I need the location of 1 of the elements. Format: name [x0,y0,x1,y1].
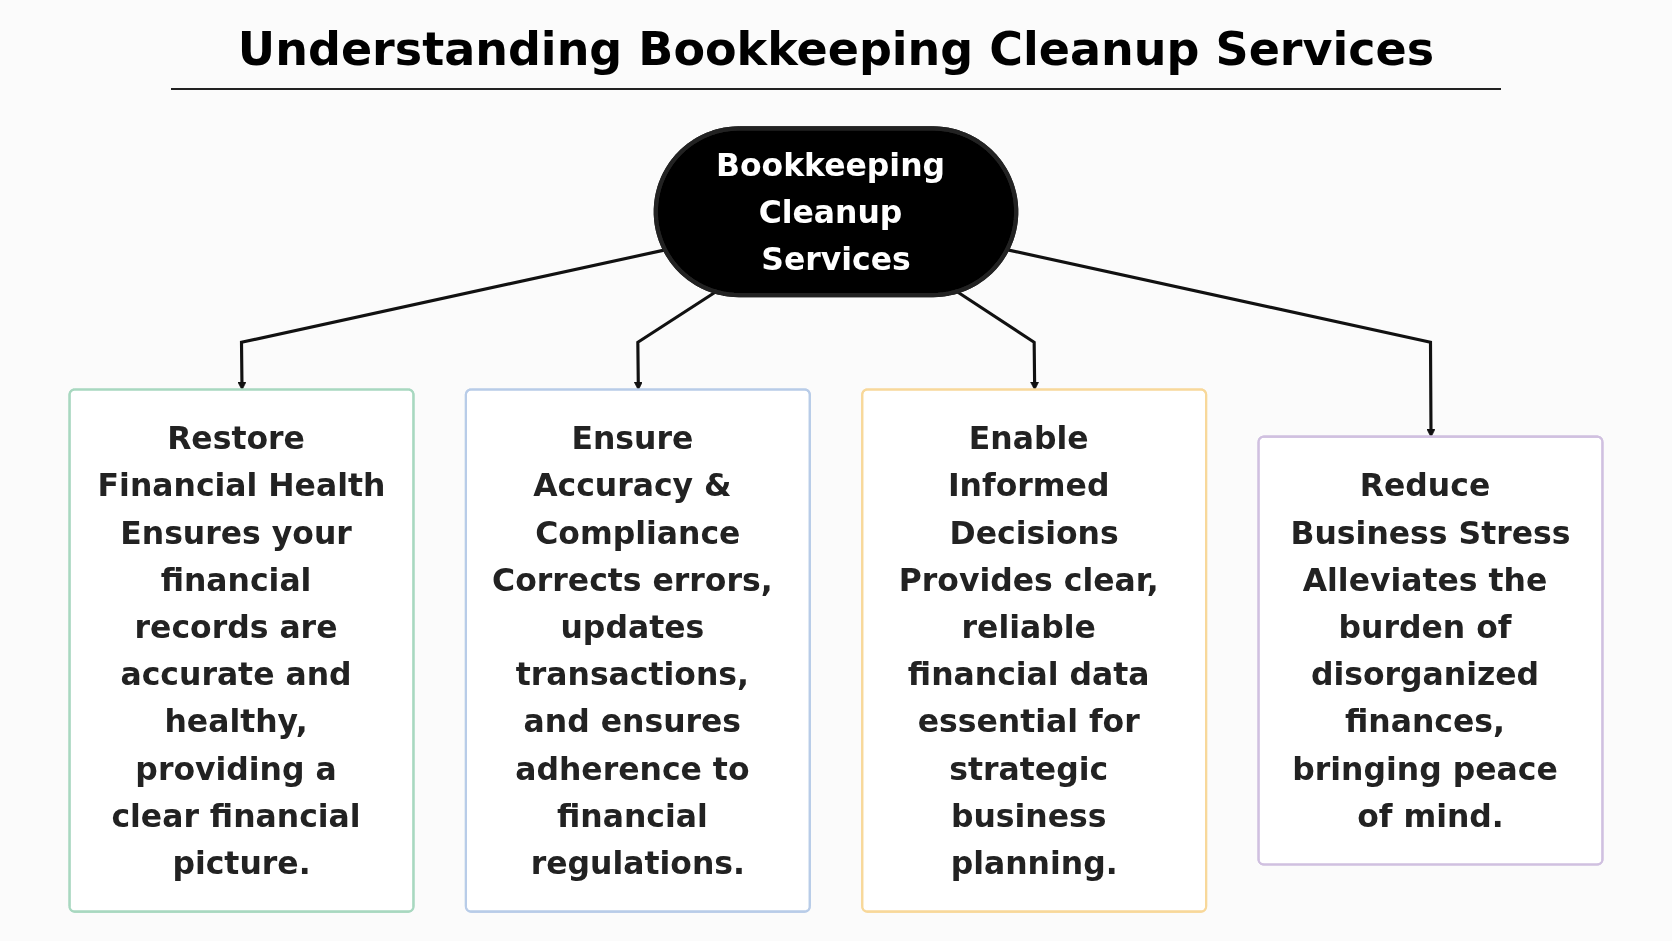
title: Understanding Bookkeeping Cleanup Services [171,22,1501,90]
